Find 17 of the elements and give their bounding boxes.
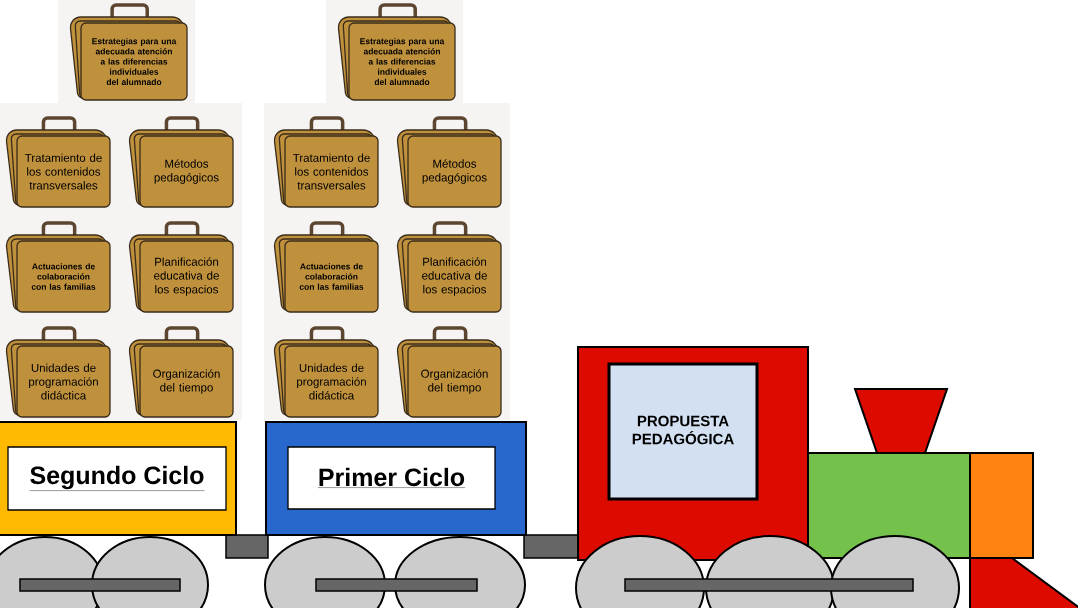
suitcase: Tratamiento de los contenidos transversales: [5, 116, 111, 208]
suitcase: Planificación educativa de los espacios: [128, 221, 234, 313]
suitcase: Actuaciones de colaboración con las familias: [273, 221, 379, 313]
suitcase: Organización del tiempo: [396, 326, 502, 418]
suitcase: Unidades de programación didáctica: [273, 326, 379, 418]
suitcase: Planificación educativa de los espacios: [396, 221, 502, 313]
suitcase: Estrategias para una adecuada atención a las diferencias individuales del alumnado: [337, 3, 456, 101]
suitcase: Métodos pedagógicos: [396, 116, 502, 208]
car-label: Segundo Ciclo: [7, 446, 227, 511]
suitcase: Estrategias para una adecuada atención a las diferencias individuales del alumnado: [69, 3, 188, 101]
suitcase: Actuaciones de colaboración con las familias: [5, 221, 111, 313]
suitcase: Organización del tiempo: [128, 326, 234, 418]
suitcase: Tratamiento de los contenidos transversales: [273, 116, 379, 208]
suitcase: Métodos pedagógicos: [128, 116, 234, 208]
suitcase: Unidades de programación didáctica: [5, 326, 111, 418]
car-label: Primer Ciclo: [287, 446, 496, 510]
cab-window: PROPUESTA PEDAGÓGICA: [607, 362, 759, 501]
